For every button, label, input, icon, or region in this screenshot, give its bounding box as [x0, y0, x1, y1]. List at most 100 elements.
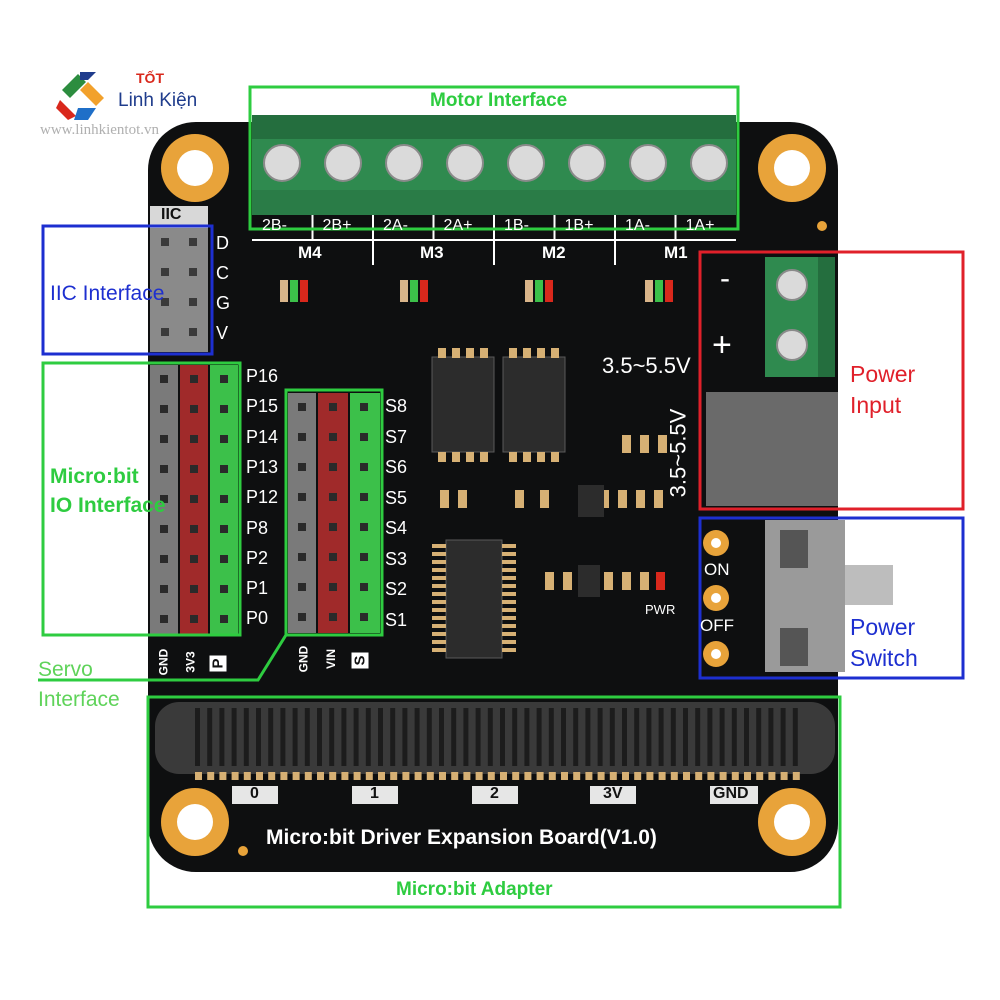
power-switch-label-line2: Switch: [850, 645, 918, 671]
edge-pad: [658, 772, 666, 780]
servo-footer-label: GND: [296, 645, 311, 673]
servo-pin-label: S8: [385, 396, 408, 416]
motor-screw: [507, 144, 545, 182]
ic-leg: [466, 452, 474, 462]
ic-leg: [432, 648, 446, 652]
edge-label-box: [710, 786, 758, 804]
motor-group-label: M2: [542, 243, 566, 262]
edge-slot: [426, 708, 432, 766]
ic-leg: [502, 560, 516, 564]
motor-screw: [446, 144, 484, 182]
io-pin: [160, 555, 168, 563]
edge-slot: [219, 708, 225, 766]
edge-pad: [231, 772, 239, 780]
motor-label-row: [252, 215, 736, 265]
ic-leg: [432, 640, 446, 644]
edge-pad: [780, 772, 788, 780]
servo-pin-label: S4: [385, 518, 408, 538]
io-pin: [190, 405, 198, 413]
servo-pin: [298, 613, 306, 621]
io-pin: [160, 375, 168, 383]
io-pin-label: P12: [246, 487, 279, 508]
edge-slot: [341, 708, 347, 766]
mounting-hole-top-right: [758, 134, 826, 202]
switch-on-label: ON: [704, 560, 730, 579]
ic-leg: [432, 584, 446, 588]
io-pin: [160, 435, 168, 443]
edge-pad: [378, 772, 385, 780]
pcb-body: [148, 122, 838, 872]
voltage-label-horizontal: 3.5~5.5V: [602, 353, 691, 378]
io-pin: [190, 525, 198, 533]
servo-pin: [360, 493, 368, 501]
brand-top-text: TỐT: [136, 70, 164, 86]
brand-name-text: Linh Kiện: [118, 90, 198, 111]
ic-leg: [432, 568, 446, 572]
motor-terminal-label: 1B+: [564, 217, 594, 234]
edge-slot: [585, 708, 591, 766]
edge-pad: [707, 772, 715, 780]
edge-pad: [207, 772, 215, 780]
servo-pin: [360, 403, 368, 411]
io-pin: [190, 555, 198, 563]
edge-slot: [670, 708, 676, 766]
edge-pad: [341, 772, 349, 780]
edge-slot: [500, 708, 505, 766]
motor-group-label: M3: [420, 243, 444, 262]
motor-terminal-label: 1A-: [625, 217, 650, 234]
io-pin: [190, 435, 198, 443]
ic-leg: [509, 348, 517, 358]
motor-terminal-block: [252, 115, 736, 215]
edge-slot: [768, 708, 774, 766]
edge-slot: [658, 708, 664, 766]
board-title: Micro:bit Driver Expansion Board(V1.0): [266, 826, 657, 849]
servo-pin: [360, 463, 368, 471]
power-input-label-line2: Input: [850, 392, 902, 418]
ic-leg: [502, 648, 516, 652]
iic-pin: [161, 238, 169, 246]
ic-leg: [551, 348, 559, 358]
edge-pad: [683, 772, 690, 780]
servo-pin-label: S6: [385, 457, 408, 477]
edge-pad: [573, 772, 581, 780]
ic-leg: [502, 552, 516, 556]
edge-pad: [548, 772, 556, 780]
edge-pad: [256, 772, 263, 780]
ic-leg: [432, 560, 446, 564]
edge-label-box: [352, 786, 398, 804]
edge-slot: [634, 708, 640, 766]
ic-leg: [502, 544, 516, 548]
edge-pad: [792, 772, 800, 780]
ic-leg: [438, 452, 446, 462]
edge-slot: [292, 708, 298, 766]
edge-label-box: [232, 786, 278, 804]
ic-leg: [432, 632, 446, 636]
io-pin: [220, 465, 228, 473]
edge-pin-label: 1: [370, 785, 379, 802]
power-switch-box: [698, 516, 965, 680]
iic-header-label: IIC: [161, 206, 182, 223]
edge-slot: [317, 708, 322, 766]
io-pin-label: P15: [246, 396, 279, 417]
edge-slot: [195, 708, 200, 766]
ic-leg: [432, 616, 446, 620]
microbit-adapter-box: [146, 695, 842, 909]
edge-slot: [231, 708, 237, 766]
ic-leg: [502, 592, 516, 596]
misc-smd: [440, 435, 667, 597]
servo-pin: [360, 583, 368, 591]
motor-terminal-label: 2B+: [322, 217, 352, 234]
servo-pin: [329, 583, 337, 591]
edge-slot: [402, 708, 408, 766]
edge-pad: [292, 772, 300, 780]
ic-leg: [432, 576, 446, 580]
servo-footer-label: S: [351, 652, 369, 669]
servo-pin: [329, 463, 337, 471]
edge-pad: [304, 772, 312, 780]
edge-slot: [744, 708, 749, 766]
motor-terminal-label: 2A-: [383, 217, 408, 234]
io-header: [150, 365, 238, 635]
edge-pad: [243, 772, 251, 780]
edge-slot: [695, 708, 701, 766]
edge-pin-label: GND: [713, 785, 749, 802]
